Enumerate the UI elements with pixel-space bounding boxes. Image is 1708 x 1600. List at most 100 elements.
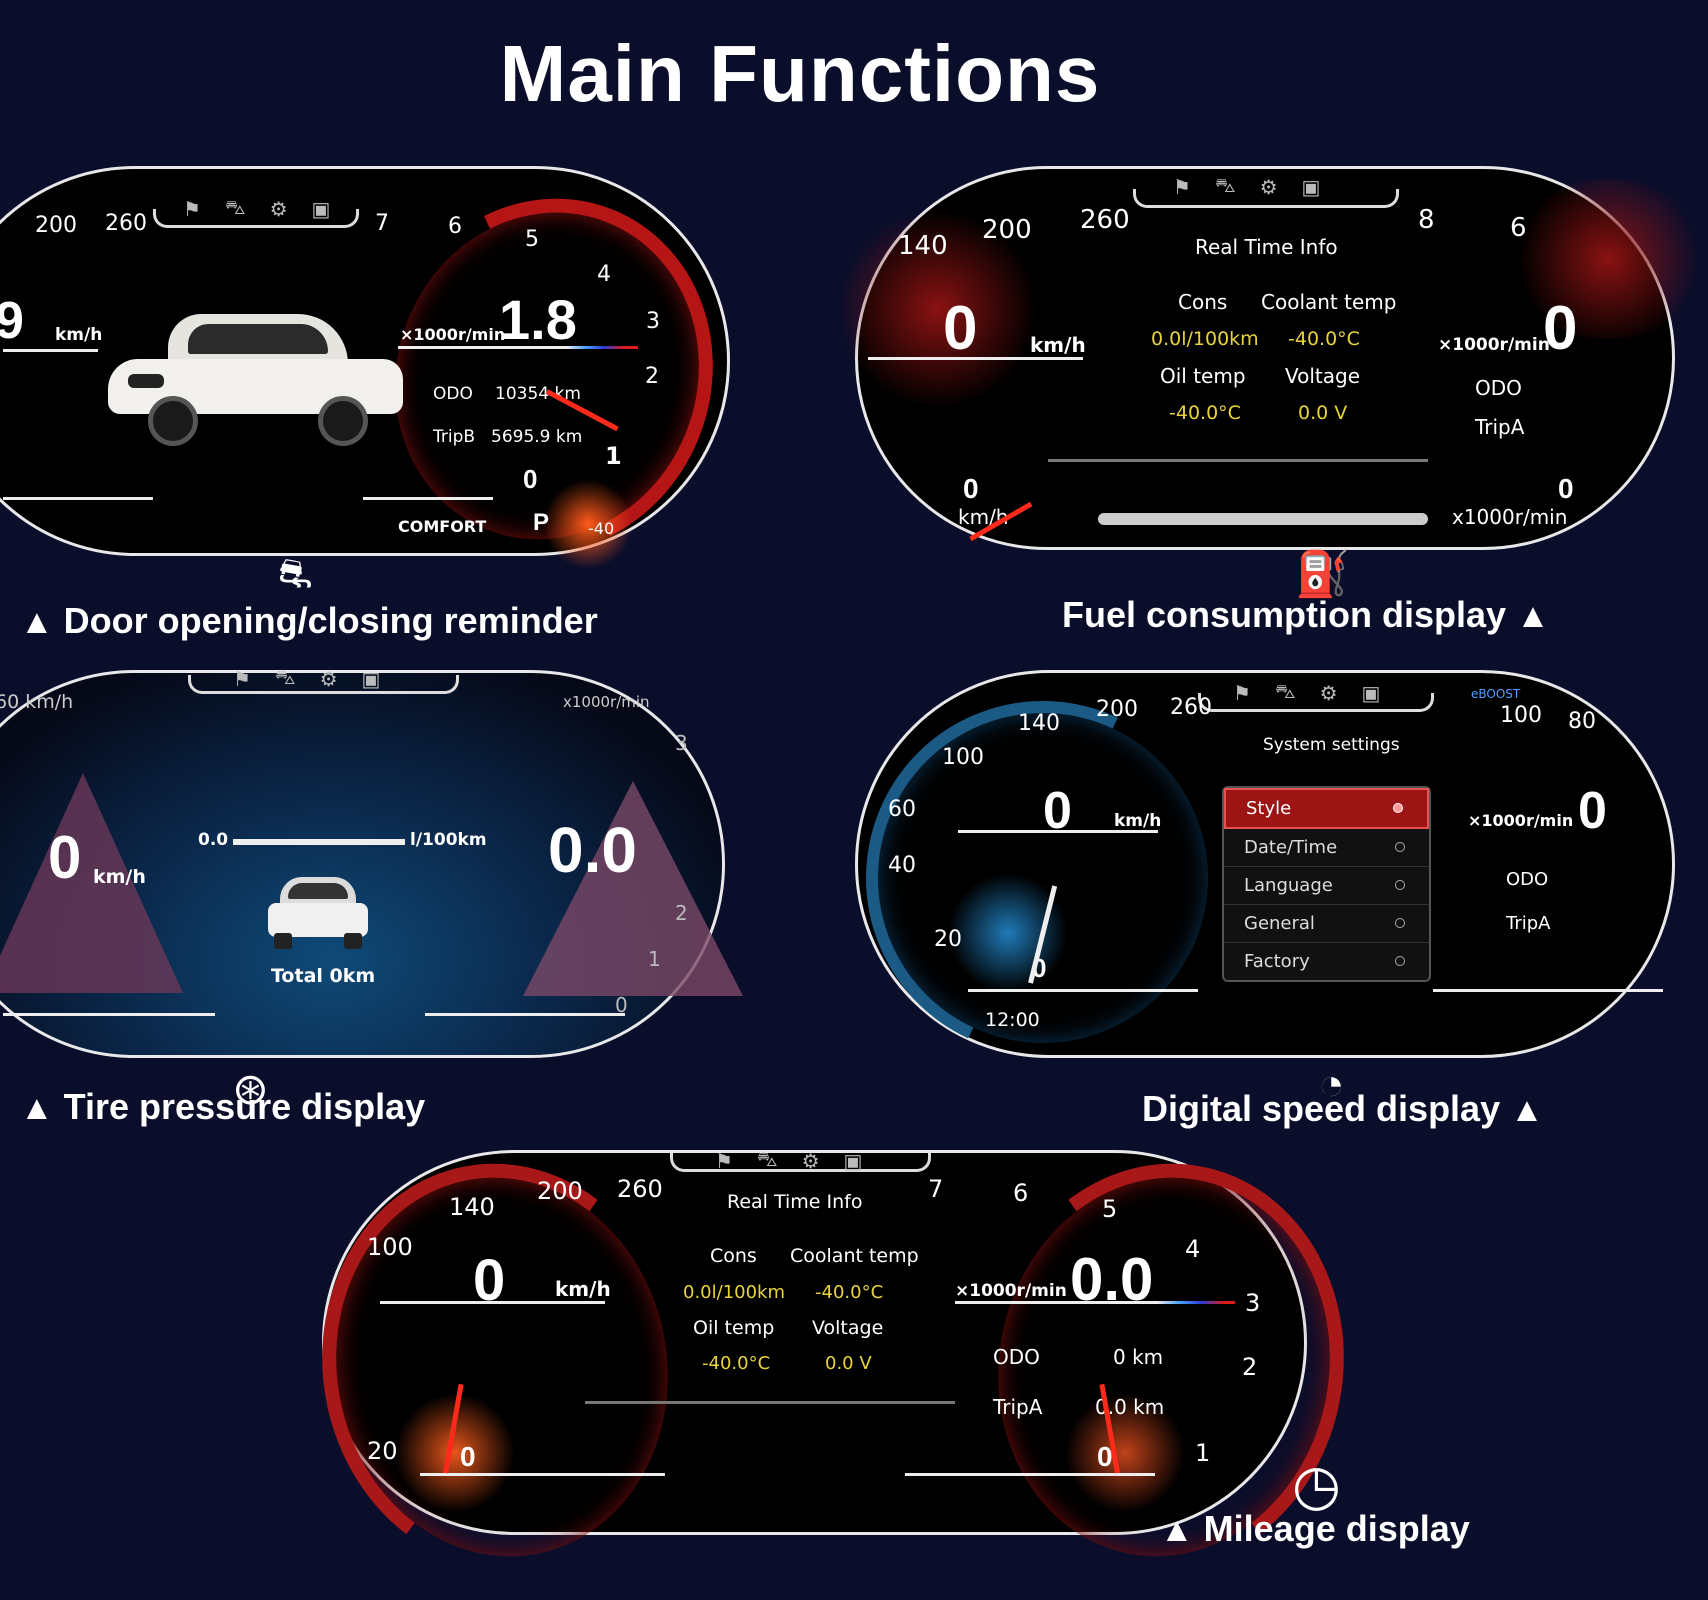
rpm-unit: ×1000r/min: [1468, 811, 1574, 830]
speed-unit: km/h: [1030, 333, 1086, 357]
top-bar: [1133, 189, 1399, 208]
rpm-tick: 0: [615, 993, 628, 1017]
rpm-tick: 1: [605, 442, 622, 470]
cons-value: 0.0l/100km: [1151, 328, 1259, 350]
speed-tick: 260: [1080, 205, 1130, 235]
gear-icon[interactable]: ⚙: [801, 1151, 820, 1173]
car-icon[interactable]: ⛍: [1274, 681, 1296, 703]
gear-icon[interactable]: ⚙: [1259, 177, 1278, 199]
gear-icon[interactable]: ⚙: [319, 669, 338, 691]
speed-glow: [948, 873, 1068, 993]
rpm-tick: 2: [675, 901, 688, 925]
menu-item-factory[interactable]: Factory: [1224, 943, 1429, 980]
rpm-tick: 1: [648, 947, 661, 971]
trip-label: TripA: [993, 1395, 1043, 1419]
caption-door: ▲ Door opening/closing reminder: [20, 600, 598, 642]
cons-label: Cons: [1178, 290, 1228, 314]
rpm-tick: 4: [597, 262, 611, 287]
radio-icon: [1395, 956, 1405, 966]
seat-icon[interactable]: ▣: [843, 1151, 863, 1173]
speed-underline: [380, 1301, 605, 1304]
speed-unit: km/h: [1114, 811, 1162, 831]
seat-icon[interactable]: ▣: [1361, 683, 1381, 705]
rpm-value: 1.8: [499, 288, 577, 351]
bottom-rpm-unit: x1000r/min: [1452, 505, 1568, 529]
cons-bar: [233, 839, 405, 845]
cons-label: Cons: [710, 1245, 757, 1267]
bottom-line: [425, 1013, 625, 1016]
realtime-header: Real Time Info: [727, 1191, 863, 1213]
rpm-glow: [1065, 1393, 1185, 1513]
oil-value: -40.0°C: [1169, 402, 1241, 424]
rpm-tick: 3: [1245, 1289, 1261, 1317]
car-icon[interactable]: ⛍: [1214, 175, 1236, 197]
seat-icon[interactable]: ▣: [361, 669, 381, 691]
car-icon[interactable]: ⛍: [756, 1149, 778, 1171]
car-icon[interactable]: ⛍: [224, 197, 246, 219]
speed-tick: 140: [1018, 711, 1060, 736]
menu-item-style[interactable]: Style: [1224, 788, 1429, 829]
rpm-unit: ×1000r/min: [1438, 335, 1550, 355]
flag-icon[interactable]: ⚑: [183, 199, 201, 221]
flag-icon[interactable]: ⚑: [1233, 683, 1251, 705]
rpm-tick: 5: [525, 227, 539, 252]
odo-label: ODO: [1506, 869, 1549, 890]
car-icon[interactable]: ⛍: [274, 667, 296, 689]
triangle-icon: ▲: [1516, 597, 1550, 635]
flag-icon[interactable]: ⚑: [1173, 177, 1191, 199]
right-beam: [523, 781, 743, 996]
gear-icon[interactable]: ⚙: [1319, 683, 1338, 705]
coolant-label: Coolant temp: [790, 1245, 919, 1267]
speed-underline: [3, 349, 98, 352]
menu-item-language[interactable]: Language: [1224, 867, 1429, 905]
top-icons: ⚑ ⛍ ⚙ ▣: [1173, 175, 1320, 200]
speed-partial: 60 km/h: [0, 691, 74, 713]
speed-tick: 200: [1096, 697, 1138, 722]
bottom-speed-unit: km/h: [958, 505, 1009, 529]
cons-unit: l/100km: [410, 830, 487, 850]
settings-menu: Style Date/Time Language General Factory: [1222, 786, 1431, 982]
speed-value: 0: [48, 824, 82, 891]
speed-tick: 100: [942, 745, 984, 770]
top-icons: ⚑ ⛍ ⚙ ▣: [715, 1149, 862, 1174]
top-bar: [188, 675, 459, 694]
speed-tick: 20: [367, 1437, 398, 1465]
rpm-tick: 6: [448, 214, 462, 239]
rpm-tick: 7: [928, 1175, 944, 1203]
flag-icon[interactable]: ⚑: [233, 669, 251, 691]
fuel-pump-icon: ⛽: [1295, 550, 1350, 599]
bottom-line: [363, 497, 493, 500]
menu-item-label: Style: [1246, 798, 1292, 819]
triangle-icon: ▲: [1510, 1091, 1544, 1129]
menu-item-label: General: [1244, 913, 1315, 934]
rpm-value: 0: [1543, 294, 1578, 363]
left-beam: [0, 773, 183, 993]
menu-item-datetime[interactable]: Date/Time: [1224, 829, 1429, 867]
seat-icon[interactable]: ▣: [311, 199, 331, 221]
rpm-zero: 0: [523, 464, 538, 494]
speed-glow: [838, 209, 1038, 409]
rpm-tick: 6: [1510, 213, 1527, 243]
bottom-line: [3, 1013, 215, 1016]
speedometer-icon: ◔: [1318, 1060, 1345, 1109]
gear-icon[interactable]: ⚙: [269, 199, 288, 221]
radio-icon: [1395, 842, 1405, 852]
speed-zero: 0: [963, 473, 979, 504]
triangle-icon: ▲: [1160, 1511, 1194, 1549]
trip-label: TripA: [1475, 415, 1525, 439]
menu-item-general[interactable]: General: [1224, 905, 1429, 943]
caption-mileage-text: Mileage display: [1203, 1508, 1470, 1549]
caption-fuel: Fuel consumption display ▲: [1062, 594, 1550, 636]
speed-tick: 260: [1170, 695, 1212, 720]
radio-icon: [1395, 918, 1405, 928]
speed-tick: 200: [35, 213, 77, 238]
flag-icon[interactable]: ⚑: [715, 1151, 733, 1173]
rpm-tick: 3: [675, 731, 688, 755]
seat-icon[interactable]: ▣: [1301, 177, 1321, 199]
odo-label: ODO: [1475, 376, 1522, 400]
speed-tick: 140: [898, 231, 948, 261]
speed-tick: 40: [888, 853, 916, 878]
rpm-glow: [543, 479, 633, 569]
bottom-line: [1433, 989, 1663, 992]
top-icons: ⚑ ⛍ ⚙ ▣: [1233, 681, 1380, 706]
